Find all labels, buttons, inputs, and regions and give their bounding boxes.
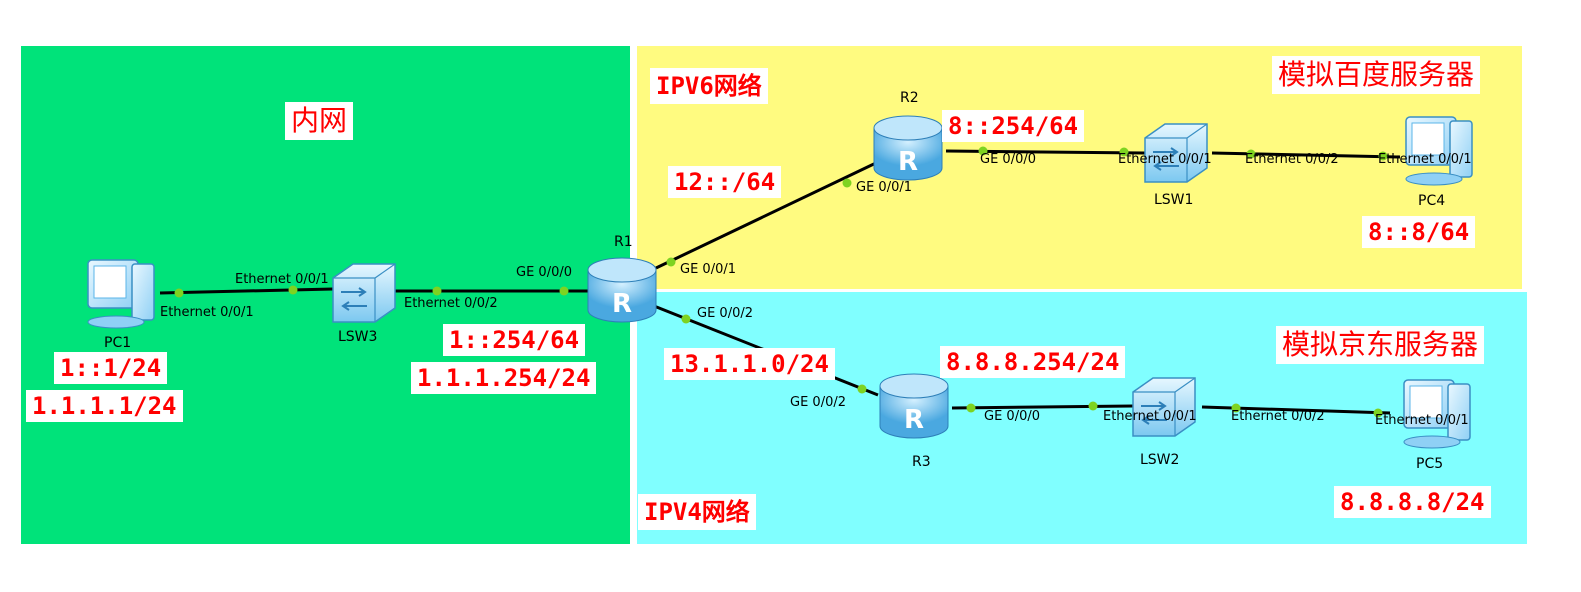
- ipv6-server-label: 模拟百度服务器: [1272, 56, 1481, 94]
- r1-ipv4-address: 1.1.1.254/24: [411, 362, 597, 394]
- port-lsw1-e001: Ethernet 0/0/1: [1118, 152, 1212, 167]
- r3-router-icon: R: [879, 373, 949, 439]
- port-lsw3-e002: Ethernet 0/0/2: [404, 296, 498, 311]
- svg-text:R: R: [904, 405, 924, 435]
- r2-name: R2: [900, 90, 919, 106]
- pc5-device-icon: [1403, 379, 1471, 449]
- port-r2-ge000: GE 0/0/0: [980, 152, 1036, 167]
- lsw2-name: LSW2: [1140, 452, 1180, 468]
- pc1-name: PC1: [104, 335, 132, 351]
- link-lsw1-pc4: [1211, 151, 1401, 159]
- svg-text:R: R: [612, 289, 632, 319]
- port-pc5-e001: Ethernet 0/0/1: [1375, 413, 1469, 428]
- pc5-name: PC5: [1416, 456, 1444, 472]
- lsw3-switch-icon: [332, 263, 396, 323]
- port-r1-ge000: GE 0/0/0: [516, 265, 572, 280]
- pc4-device-icon: [1405, 116, 1473, 186]
- r3-name: R3: [912, 454, 931, 470]
- r3-ipv4-address: 8.8.8.254/24: [940, 346, 1126, 378]
- port-lsw2-e002: Ethernet 0/0/2: [1231, 409, 1325, 424]
- link-r3-lsw2: [951, 404, 1134, 410]
- zone-ipv4-label: IPV4网络: [638, 494, 756, 530]
- lsw1-switch-icon: [1144, 123, 1208, 183]
- lsw3-name: LSW3: [338, 329, 378, 345]
- r1-router-icon: R: [587, 257, 657, 323]
- r1-r2-network: 12::/64: [668, 166, 782, 198]
- pc4-name: PC4: [1418, 193, 1446, 209]
- pc1-ipv6-address: 1::1/24: [54, 352, 168, 384]
- link-r1-r2: [655, 160, 879, 270]
- pc1-device-icon: [87, 259, 155, 329]
- port-pc4-e001: Ethernet 0/0/1: [1378, 152, 1472, 167]
- link-r2-lsw1: [945, 149, 1146, 155]
- port-dots: [174, 146, 1388, 418]
- port-lsw3-e001: Ethernet 0/0/1: [235, 272, 329, 287]
- lsw2-switch-icon: [1132, 377, 1196, 437]
- port-r3-ge000: GE 0/0/0: [984, 409, 1040, 424]
- pc1-ipv4-address: 1.1.1.1/24: [26, 390, 183, 422]
- port-r1-ge002: GE 0/0/2: [697, 306, 753, 321]
- r2-ipv6-address: 8::254/64: [942, 110, 1085, 142]
- ipv4-server-label: 模拟京东服务器: [1276, 326, 1485, 364]
- r1-ipv6-address: 1::254/64: [443, 324, 586, 356]
- port-r3-ge002: GE 0/0/2: [790, 395, 846, 410]
- port-r1-ge001: GE 0/0/1: [680, 262, 736, 277]
- port-pc1-e001: Ethernet 0/0/1: [160, 305, 254, 320]
- zone-inner-label: 内网: [285, 102, 354, 140]
- port-lsw2-e001: Ethernet 0/0/1: [1103, 409, 1197, 424]
- r1-r3-network: 13.1.1.0/24: [664, 348, 835, 380]
- svg-text:R: R: [898, 147, 918, 177]
- port-lsw1-e002: Ethernet 0/0/2: [1245, 152, 1339, 167]
- r1-name: R1: [614, 234, 633, 250]
- lsw1-name: LSW1: [1154, 192, 1194, 208]
- r2-router-icon: R: [873, 115, 943, 181]
- zone-ipv6-label: IPV6网络: [650, 68, 768, 104]
- pc4-ipv6-address: 8::8/64: [1362, 216, 1476, 248]
- link-pc1-lsw3: [159, 287, 334, 295]
- pc5-ipv4-address: 8.8.8.8/24: [1334, 486, 1491, 518]
- port-r2-ge001: GE 0/0/1: [856, 180, 912, 195]
